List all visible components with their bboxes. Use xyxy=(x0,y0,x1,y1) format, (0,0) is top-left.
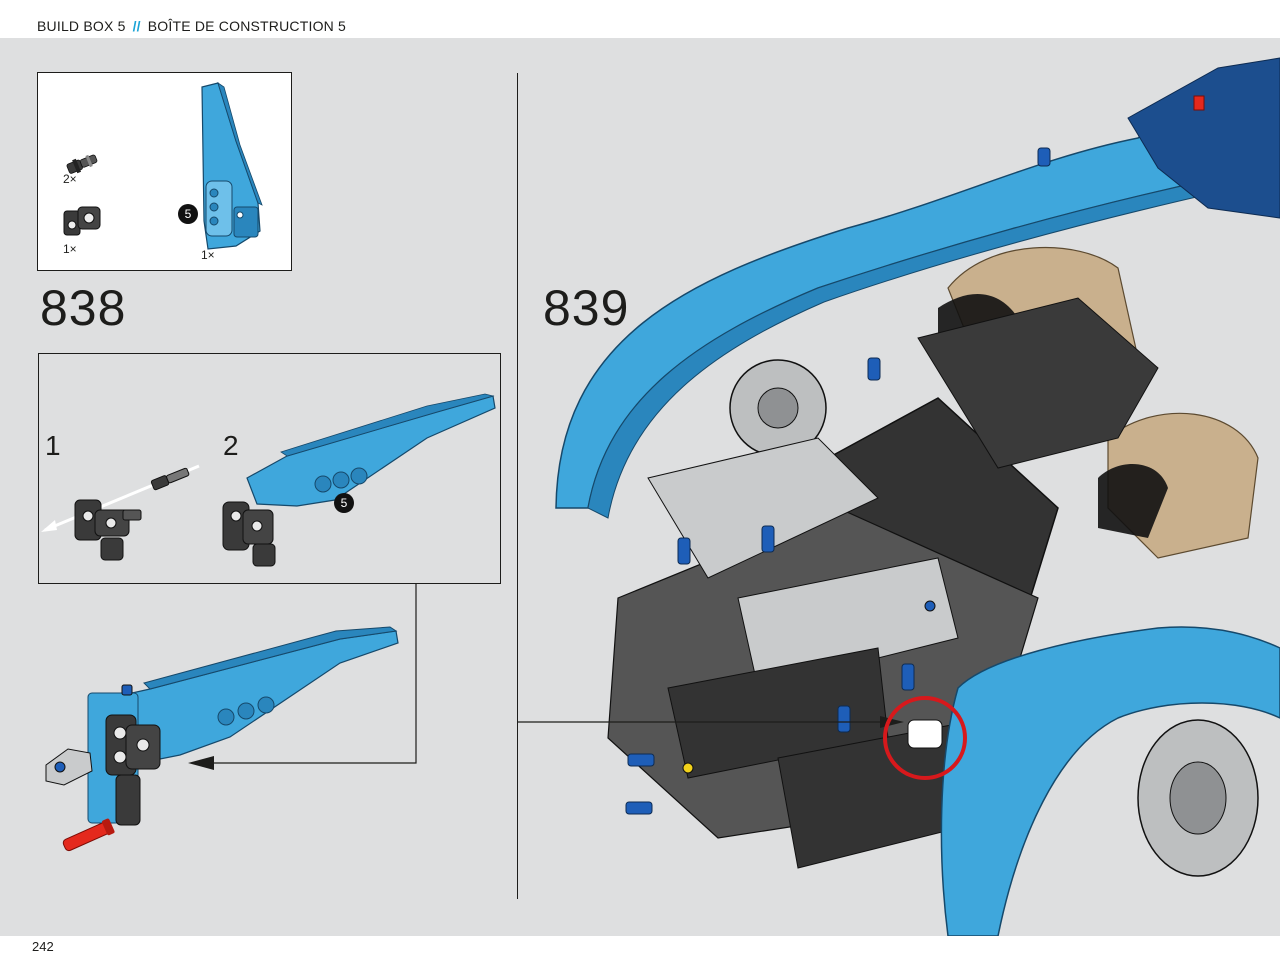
pin-connector-part xyxy=(66,154,98,174)
substep-1-illustration xyxy=(41,464,200,561)
part-callout-5: 5 xyxy=(178,204,198,224)
build-box-title-fr: BOÎTE DE CONSTRUCTION 5 xyxy=(147,18,347,34)
page-header xyxy=(0,0,1280,38)
parts-qty-1: 2× xyxy=(63,172,77,186)
parts-qty-2: 1× xyxy=(63,242,77,256)
step-number-838: 838 xyxy=(40,280,127,336)
step-divider xyxy=(517,73,518,899)
page-footer xyxy=(0,936,1280,974)
build-box-title: BUILD BOX 5 // BOÎTE DE CONSTRUCTION 5 xyxy=(37,18,346,34)
page-number: 242 xyxy=(32,939,54,954)
substep-number-1: 1 xyxy=(45,430,61,461)
parts-qty-3: 1× xyxy=(201,248,215,262)
parts-list-box: 2× 1× 5 1× xyxy=(37,72,292,271)
blue-panel-part xyxy=(201,82,263,250)
build-box-title-en: BUILD BOX 5 xyxy=(37,18,126,34)
black-connector-part xyxy=(63,206,101,236)
substep-2-illustration xyxy=(222,393,496,567)
substep-box: 1 2 5 xyxy=(38,353,501,584)
substep-callout-5: 5 xyxy=(334,493,354,513)
substep-number-2: 2 xyxy=(223,430,239,461)
assembled-panel-illustration xyxy=(45,626,399,852)
step-number-839: 839 xyxy=(543,280,630,336)
title-separator: // xyxy=(132,18,141,34)
chassis-illustration xyxy=(518,57,1280,937)
